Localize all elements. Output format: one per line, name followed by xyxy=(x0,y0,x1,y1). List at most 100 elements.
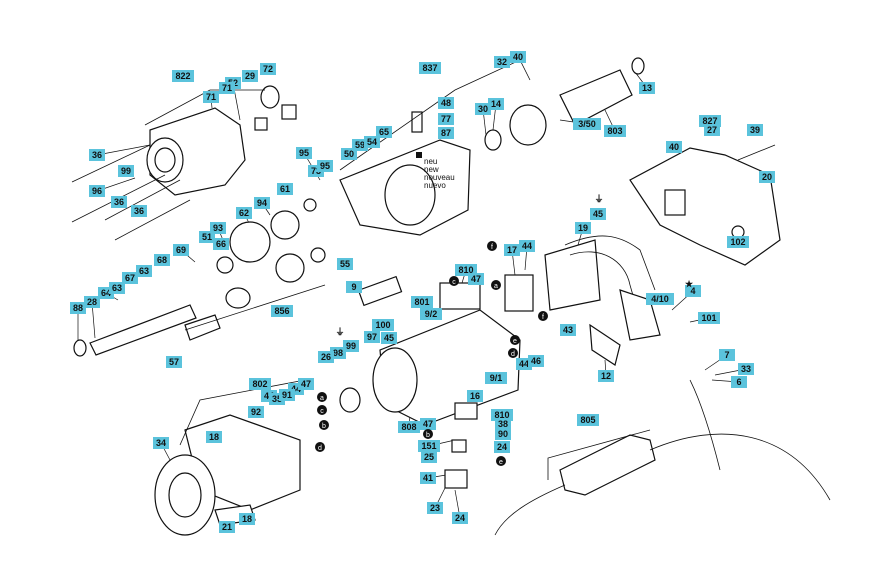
bracket-lines xyxy=(144,59,651,480)
label-text: 40 xyxy=(513,52,523,62)
label-text: 66 xyxy=(216,239,226,249)
label-text: 802 xyxy=(252,379,267,389)
label-text: 837 xyxy=(422,63,437,73)
label-text: 36 xyxy=(92,150,102,160)
part-label-68: 9/1 xyxy=(485,372,507,384)
label-text: 50 xyxy=(344,149,354,159)
label-text: 827 xyxy=(702,116,717,126)
part-label-100: 24 xyxy=(452,512,468,524)
label-text: 102 xyxy=(730,237,745,247)
label-box xyxy=(398,421,420,433)
label-box xyxy=(420,308,442,320)
label-text: 801 xyxy=(414,297,429,307)
label-box xyxy=(485,372,507,384)
connection-marker-a: a xyxy=(491,280,501,290)
label-text: 90 xyxy=(498,429,508,439)
connection-marker-c: c xyxy=(449,276,459,286)
part-label-43: 68 xyxy=(154,254,170,266)
label-box xyxy=(438,113,454,125)
label-box xyxy=(89,185,105,197)
part-label-37: 94 xyxy=(254,197,270,209)
part-label-27: 20 xyxy=(759,171,775,183)
label-text: 7 xyxy=(724,350,729,360)
part-label-75: 12 xyxy=(598,370,614,382)
part-label-85: 91 xyxy=(279,389,295,401)
part-label-56: 17 xyxy=(504,244,520,256)
label-box xyxy=(199,231,215,243)
label-text: 36 xyxy=(134,206,144,216)
part-label-61: 9/2 xyxy=(420,308,442,320)
label-box xyxy=(467,390,483,402)
label-text: 18 xyxy=(242,514,252,524)
label-text: 99 xyxy=(121,166,131,176)
label-box xyxy=(166,356,182,368)
part-label-99: 23 xyxy=(427,502,443,514)
part-label-89: 18 xyxy=(239,513,255,525)
label-text: 99 xyxy=(346,341,356,351)
label-text: 63 xyxy=(139,266,149,276)
label-box xyxy=(727,236,749,248)
svg-text:e: e xyxy=(513,338,517,345)
label-box xyxy=(704,124,720,136)
label-box xyxy=(219,82,235,94)
label-box xyxy=(260,63,276,75)
part-label-13: 32 xyxy=(494,56,510,68)
part-label-28: 102 xyxy=(727,236,749,248)
part-label-78: 6 xyxy=(731,376,747,388)
part-label-101: 808 xyxy=(398,421,420,433)
label-text: 62 xyxy=(239,208,249,218)
label-box xyxy=(577,414,599,426)
label-box xyxy=(277,183,293,195)
label-text: 9/2 xyxy=(425,309,438,319)
part-label-63: 97 xyxy=(364,331,380,343)
part-label-86: 34 xyxy=(153,437,169,449)
label-text: 151 xyxy=(421,441,436,451)
label-box xyxy=(111,196,127,208)
label-text: 40 xyxy=(669,142,679,152)
part-label-42: 69 xyxy=(173,244,189,256)
svg-text:a: a xyxy=(494,283,498,290)
part-label-72: 4 xyxy=(685,285,701,297)
label-box xyxy=(419,62,441,74)
svg-text:c: c xyxy=(452,279,456,286)
ground-icon: ⏚ xyxy=(594,194,603,204)
part-label-57: 44 xyxy=(519,240,535,252)
label-box xyxy=(364,136,380,148)
label-box xyxy=(494,56,510,68)
part-label-38: 62 xyxy=(236,207,252,219)
part-label-79: 802 xyxy=(249,378,271,390)
label-box xyxy=(346,281,362,293)
label-box xyxy=(560,324,576,336)
label-box xyxy=(598,370,614,382)
part-label-17: 77 xyxy=(438,113,454,125)
label-text: 64 xyxy=(101,288,111,298)
part-label-2: 71 xyxy=(203,91,219,103)
part-label-25: 39 xyxy=(747,124,763,136)
part-label-102: 805 xyxy=(577,414,599,426)
label-text: 59 xyxy=(355,140,365,150)
label-box xyxy=(154,254,170,266)
part-label-65: 99 xyxy=(343,340,359,352)
handle-827 xyxy=(629,144,781,266)
part-label-12: 837 xyxy=(419,62,441,74)
label-text: 46 xyxy=(531,356,541,366)
label-box xyxy=(528,355,544,367)
label-box xyxy=(639,82,655,94)
part-label-82: 47 xyxy=(298,378,314,390)
label-text: 71 xyxy=(222,83,232,93)
part-label-97: 47 xyxy=(420,418,436,430)
label-text: 808 xyxy=(401,422,416,432)
label-box xyxy=(590,208,606,220)
label-text: 30 xyxy=(478,104,488,114)
label-text: 3/50 xyxy=(578,119,596,129)
part-label-64: 45 xyxy=(381,332,397,344)
label-box xyxy=(219,521,235,533)
part-label-92: 38 xyxy=(495,418,511,430)
label-text: 47 xyxy=(301,379,311,389)
svg-text:b: b xyxy=(322,423,326,430)
label-text: 19 xyxy=(578,223,588,233)
legend-text-new: new xyxy=(424,165,439,174)
label-box xyxy=(427,502,443,514)
label-box xyxy=(421,451,437,463)
